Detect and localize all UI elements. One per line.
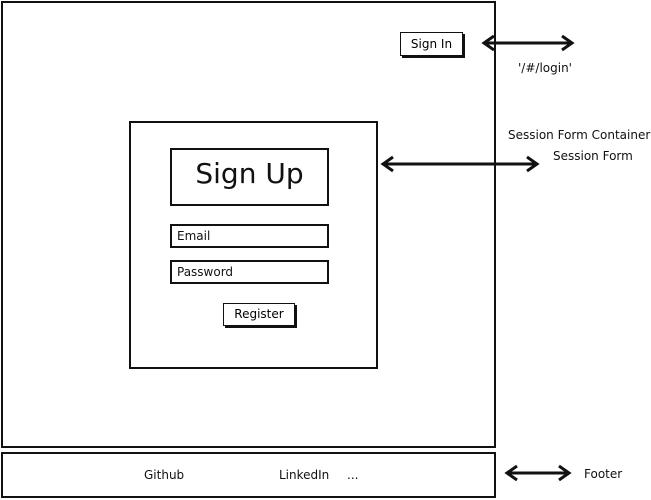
footer-link-linkedin[interactable]: LinkedIn: [279, 468, 330, 482]
register-button[interactable]: Register: [223, 303, 295, 326]
login-route-note: '/#/login': [518, 61, 572, 75]
double-arrow-icon: [481, 34, 575, 52]
footer: Github LinkedIn ...: [1, 452, 496, 498]
form-title: Sign Up: [170, 148, 329, 206]
double-arrow-icon: [380, 155, 540, 173]
signin-button[interactable]: Sign In: [400, 32, 463, 56]
footer-link-github[interactable]: Github: [144, 468, 185, 482]
double-arrow-icon: [504, 464, 572, 482]
email-input[interactable]: [170, 224, 329, 248]
footer-note: Footer: [584, 467, 623, 481]
session-form-note: Session Form: [553, 149, 633, 163]
password-input[interactable]: [170, 260, 329, 284]
footer-link-more: ...: [347, 468, 359, 482]
app-frame: [1, 1, 496, 448]
session-form-container-note: Session Form Container: [508, 128, 651, 142]
session-form-container: [129, 121, 378, 369]
